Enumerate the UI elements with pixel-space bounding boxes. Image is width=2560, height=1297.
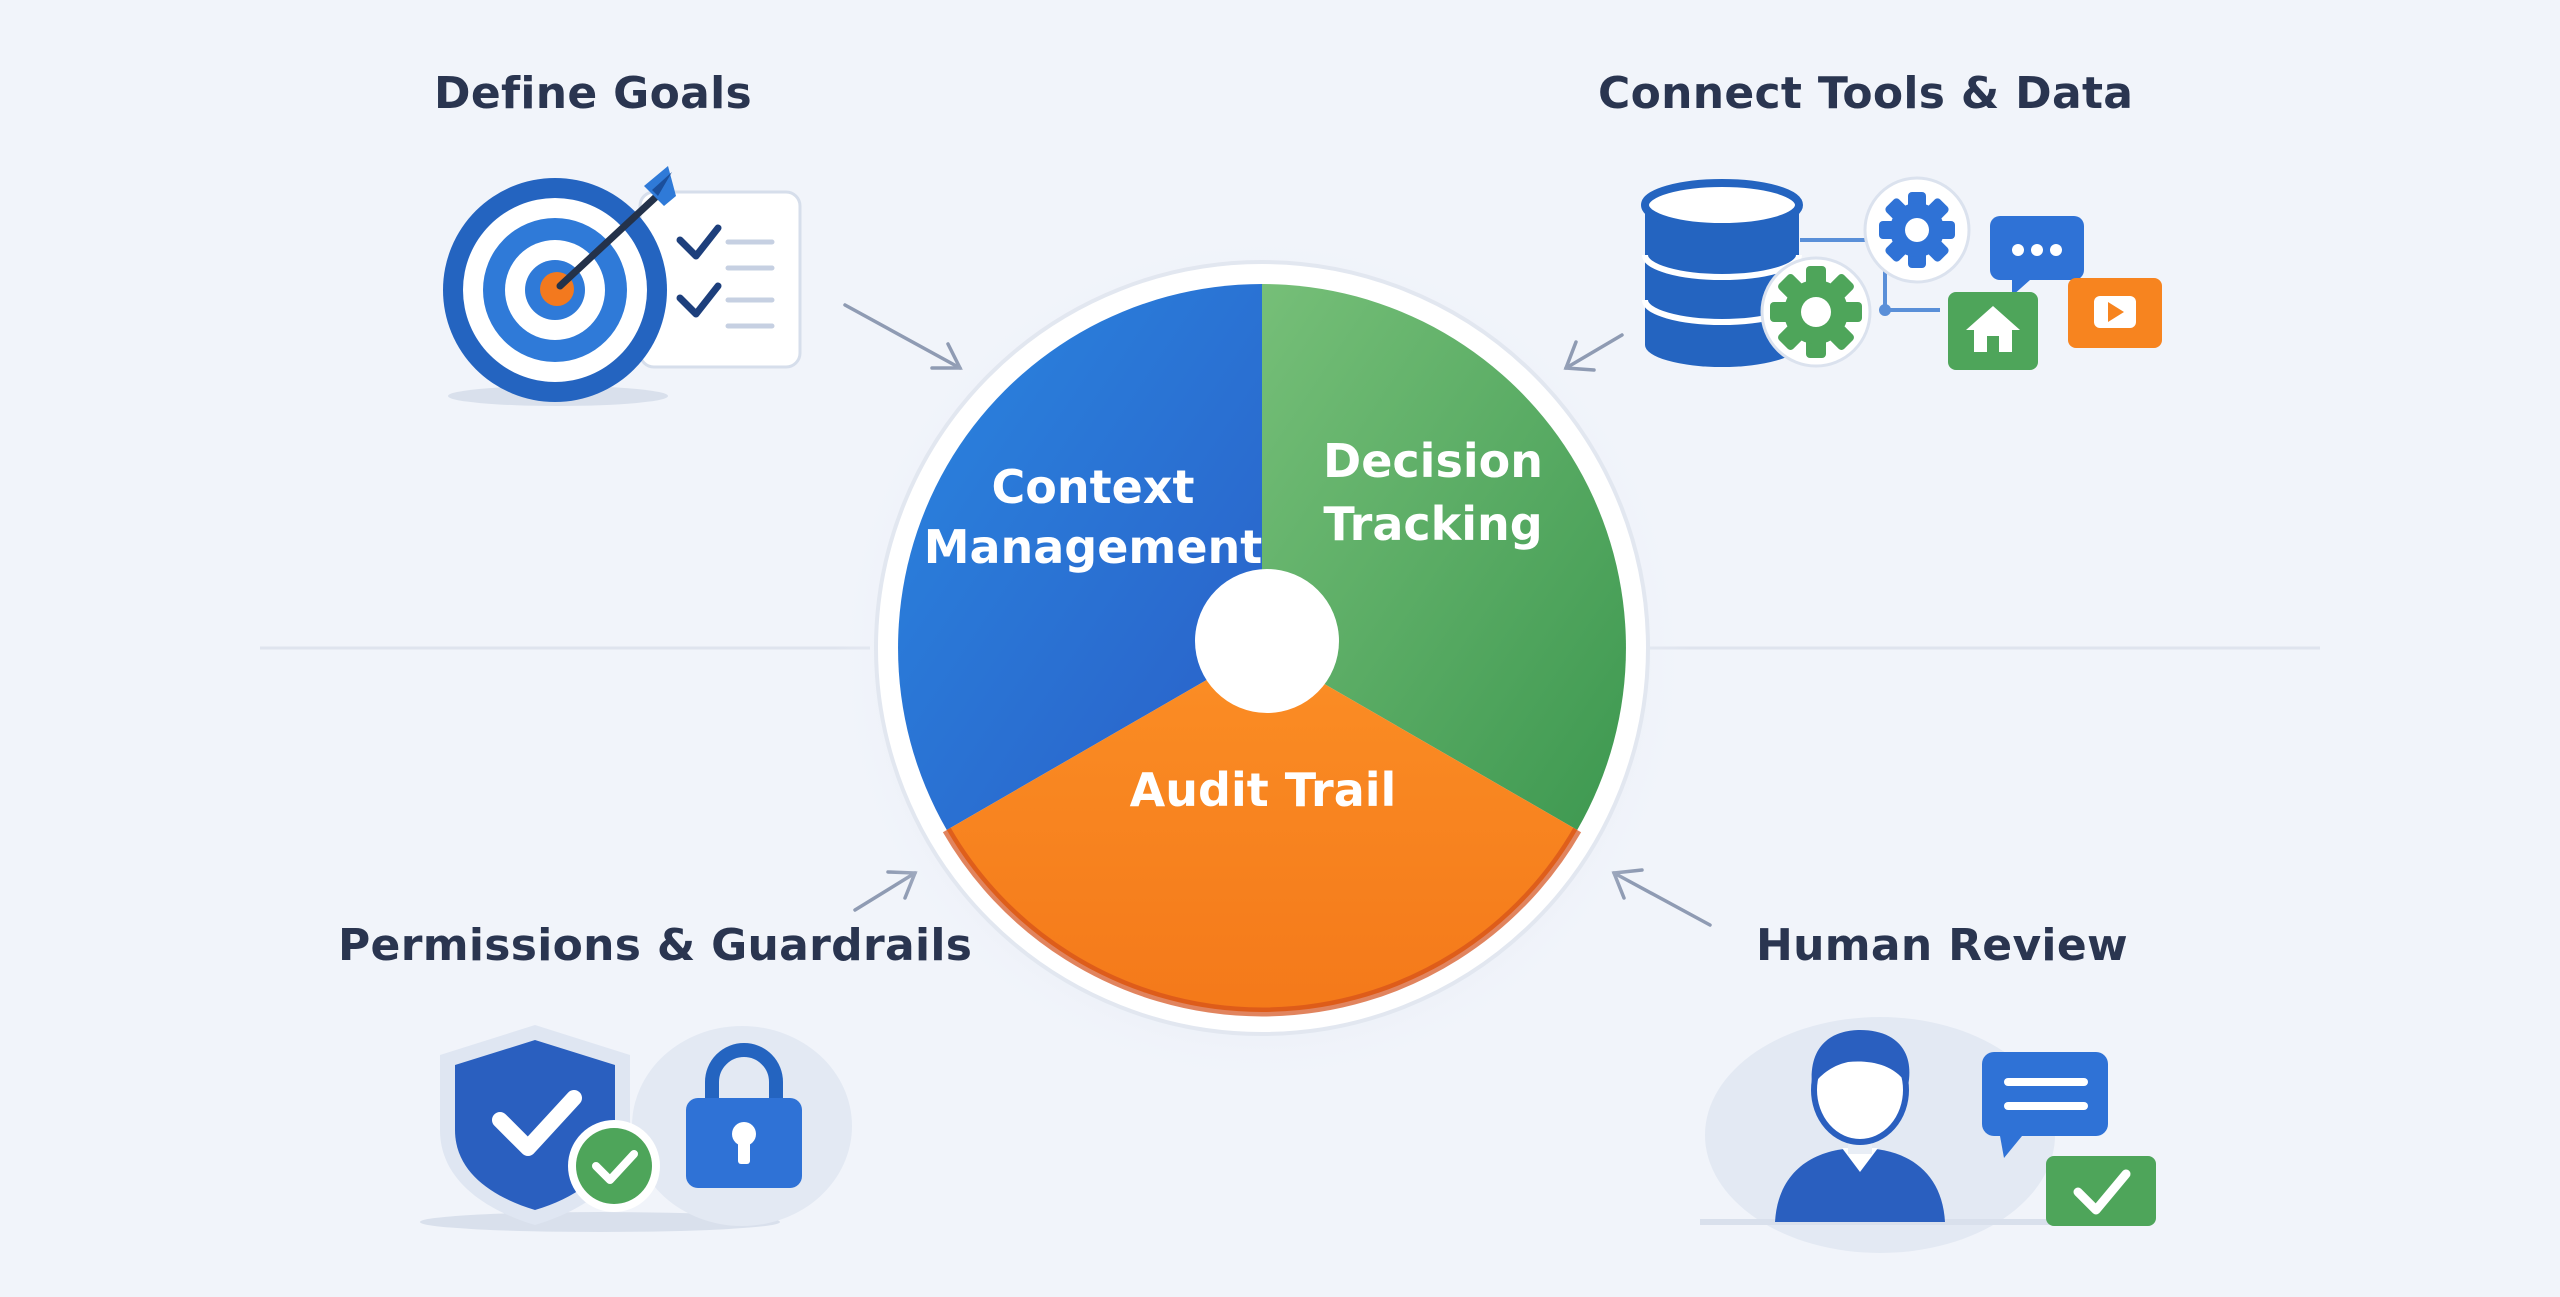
- wheel-segment-context: [898, 284, 1262, 830]
- segment-label-decision-line2: Tracking: [1323, 497, 1542, 551]
- quadrant-title-goals: Define Goals: [434, 68, 752, 119]
- segment-label-context-line1: Context: [992, 460, 1195, 514]
- quadrant-title-permissions: Permissions & Guardrails: [338, 920, 973, 971]
- tools-illustration: [1641, 176, 2162, 370]
- review-illustration: [1700, 1017, 2156, 1253]
- database-icon: [1641, 179, 1803, 367]
- video-icon: [2068, 278, 2162, 348]
- arrow-goals: [843, 303, 963, 370]
- quadrant-title-review: Human Review: [1756, 920, 2128, 971]
- wheel-segment-decision: [1262, 284, 1626, 830]
- shield-check-icon: [440, 1025, 660, 1225]
- chat-icon: [1990, 216, 2084, 296]
- goals-illustration: [443, 166, 802, 406]
- gear-icon: [1863, 176, 1971, 284]
- segment-label-decision-line1: Decision: [1323, 434, 1543, 488]
- chat-icon: [1982, 1052, 2108, 1158]
- target-icon: [443, 166, 676, 406]
- process-wheel: Context Management Decision Tracking Aud…: [832, 230, 1692, 1090]
- wheel-hub: [1195, 569, 1339, 713]
- segment-label-context-line2: Management: [924, 520, 1263, 574]
- wheel-segment-audit: [946, 648, 1578, 1012]
- segment-label-audit: Audit Trail: [1130, 763, 1397, 817]
- check-icon: [2046, 1156, 2156, 1226]
- quadrant-title-tools: Connect Tools & Data: [1598, 68, 2134, 119]
- home-icon: [1948, 292, 2038, 370]
- lock-icon: [632, 1026, 852, 1226]
- perms-illustration: [420, 1025, 852, 1232]
- person-icon: [1775, 1030, 1945, 1222]
- gear-icon: [1760, 256, 1872, 368]
